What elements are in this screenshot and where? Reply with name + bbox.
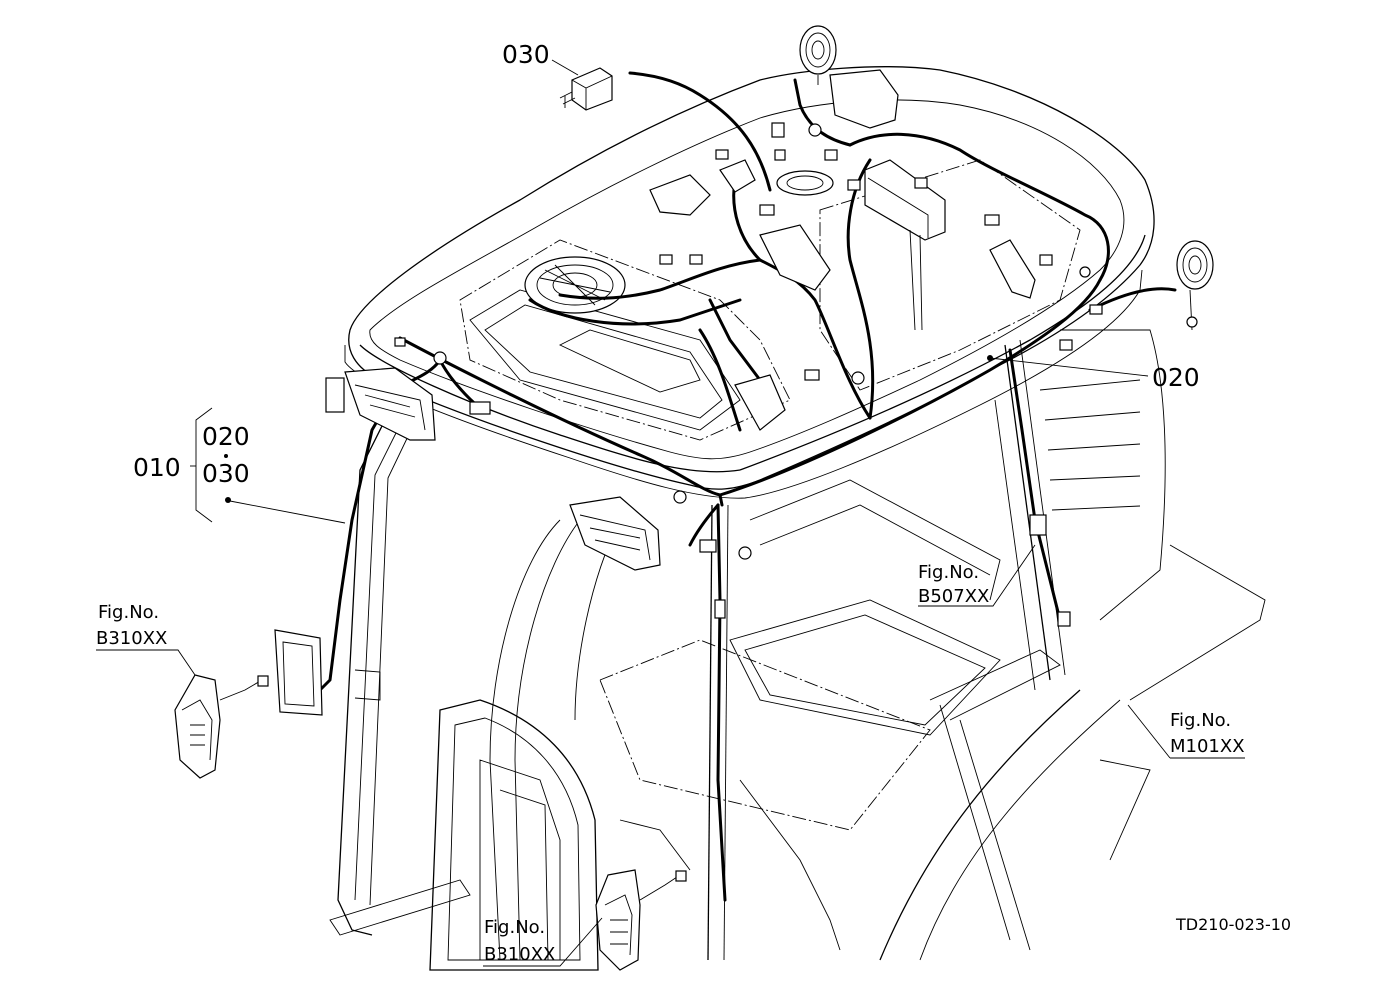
drawing-code: TD210-023-10 xyxy=(1175,915,1291,934)
relay-030 xyxy=(559,67,613,111)
front-work-lamp-center xyxy=(569,496,661,571)
front-work-lamp-left xyxy=(325,367,436,441)
callout-leaders xyxy=(96,59,1245,967)
fig-ref-b507-code: B507XX xyxy=(918,586,989,607)
right-speaker xyxy=(989,239,1036,299)
fig-ref-b310-left-prefix: Fig.No. xyxy=(98,602,159,623)
mirror-lamp-left xyxy=(174,629,381,779)
beacon-housing xyxy=(829,69,899,129)
label-030-top: 030 xyxy=(502,40,550,69)
fig-ref-b310-bottom-prefix: Fig.No. xyxy=(484,917,545,938)
connectors xyxy=(394,122,1103,627)
beacon-light-right xyxy=(1176,240,1214,331)
label-030-group: 030 xyxy=(202,459,250,488)
fig-ref-b310-bottom-code: B310XX xyxy=(484,944,555,965)
label-020-group: 020 xyxy=(202,422,250,451)
label-020-right: 020 xyxy=(1152,363,1200,392)
cab-frame-drawing xyxy=(329,329,1266,971)
mirror-lamp-bottom xyxy=(595,869,687,971)
label-010: 010 xyxy=(133,453,181,482)
cab-door xyxy=(429,699,599,971)
fig-ref-b507-prefix: Fig.No. xyxy=(918,562,979,583)
beacon-light-top xyxy=(799,25,837,85)
fig-ref-m101-prefix: Fig.No. xyxy=(1170,710,1231,731)
interior-dome-light xyxy=(864,159,946,331)
wire-harness xyxy=(318,71,1177,902)
fig-ref-m101-code: M101XX xyxy=(1170,736,1245,757)
speaker xyxy=(776,170,834,196)
fig-ref-b310-left-code: B310XX xyxy=(96,628,167,649)
